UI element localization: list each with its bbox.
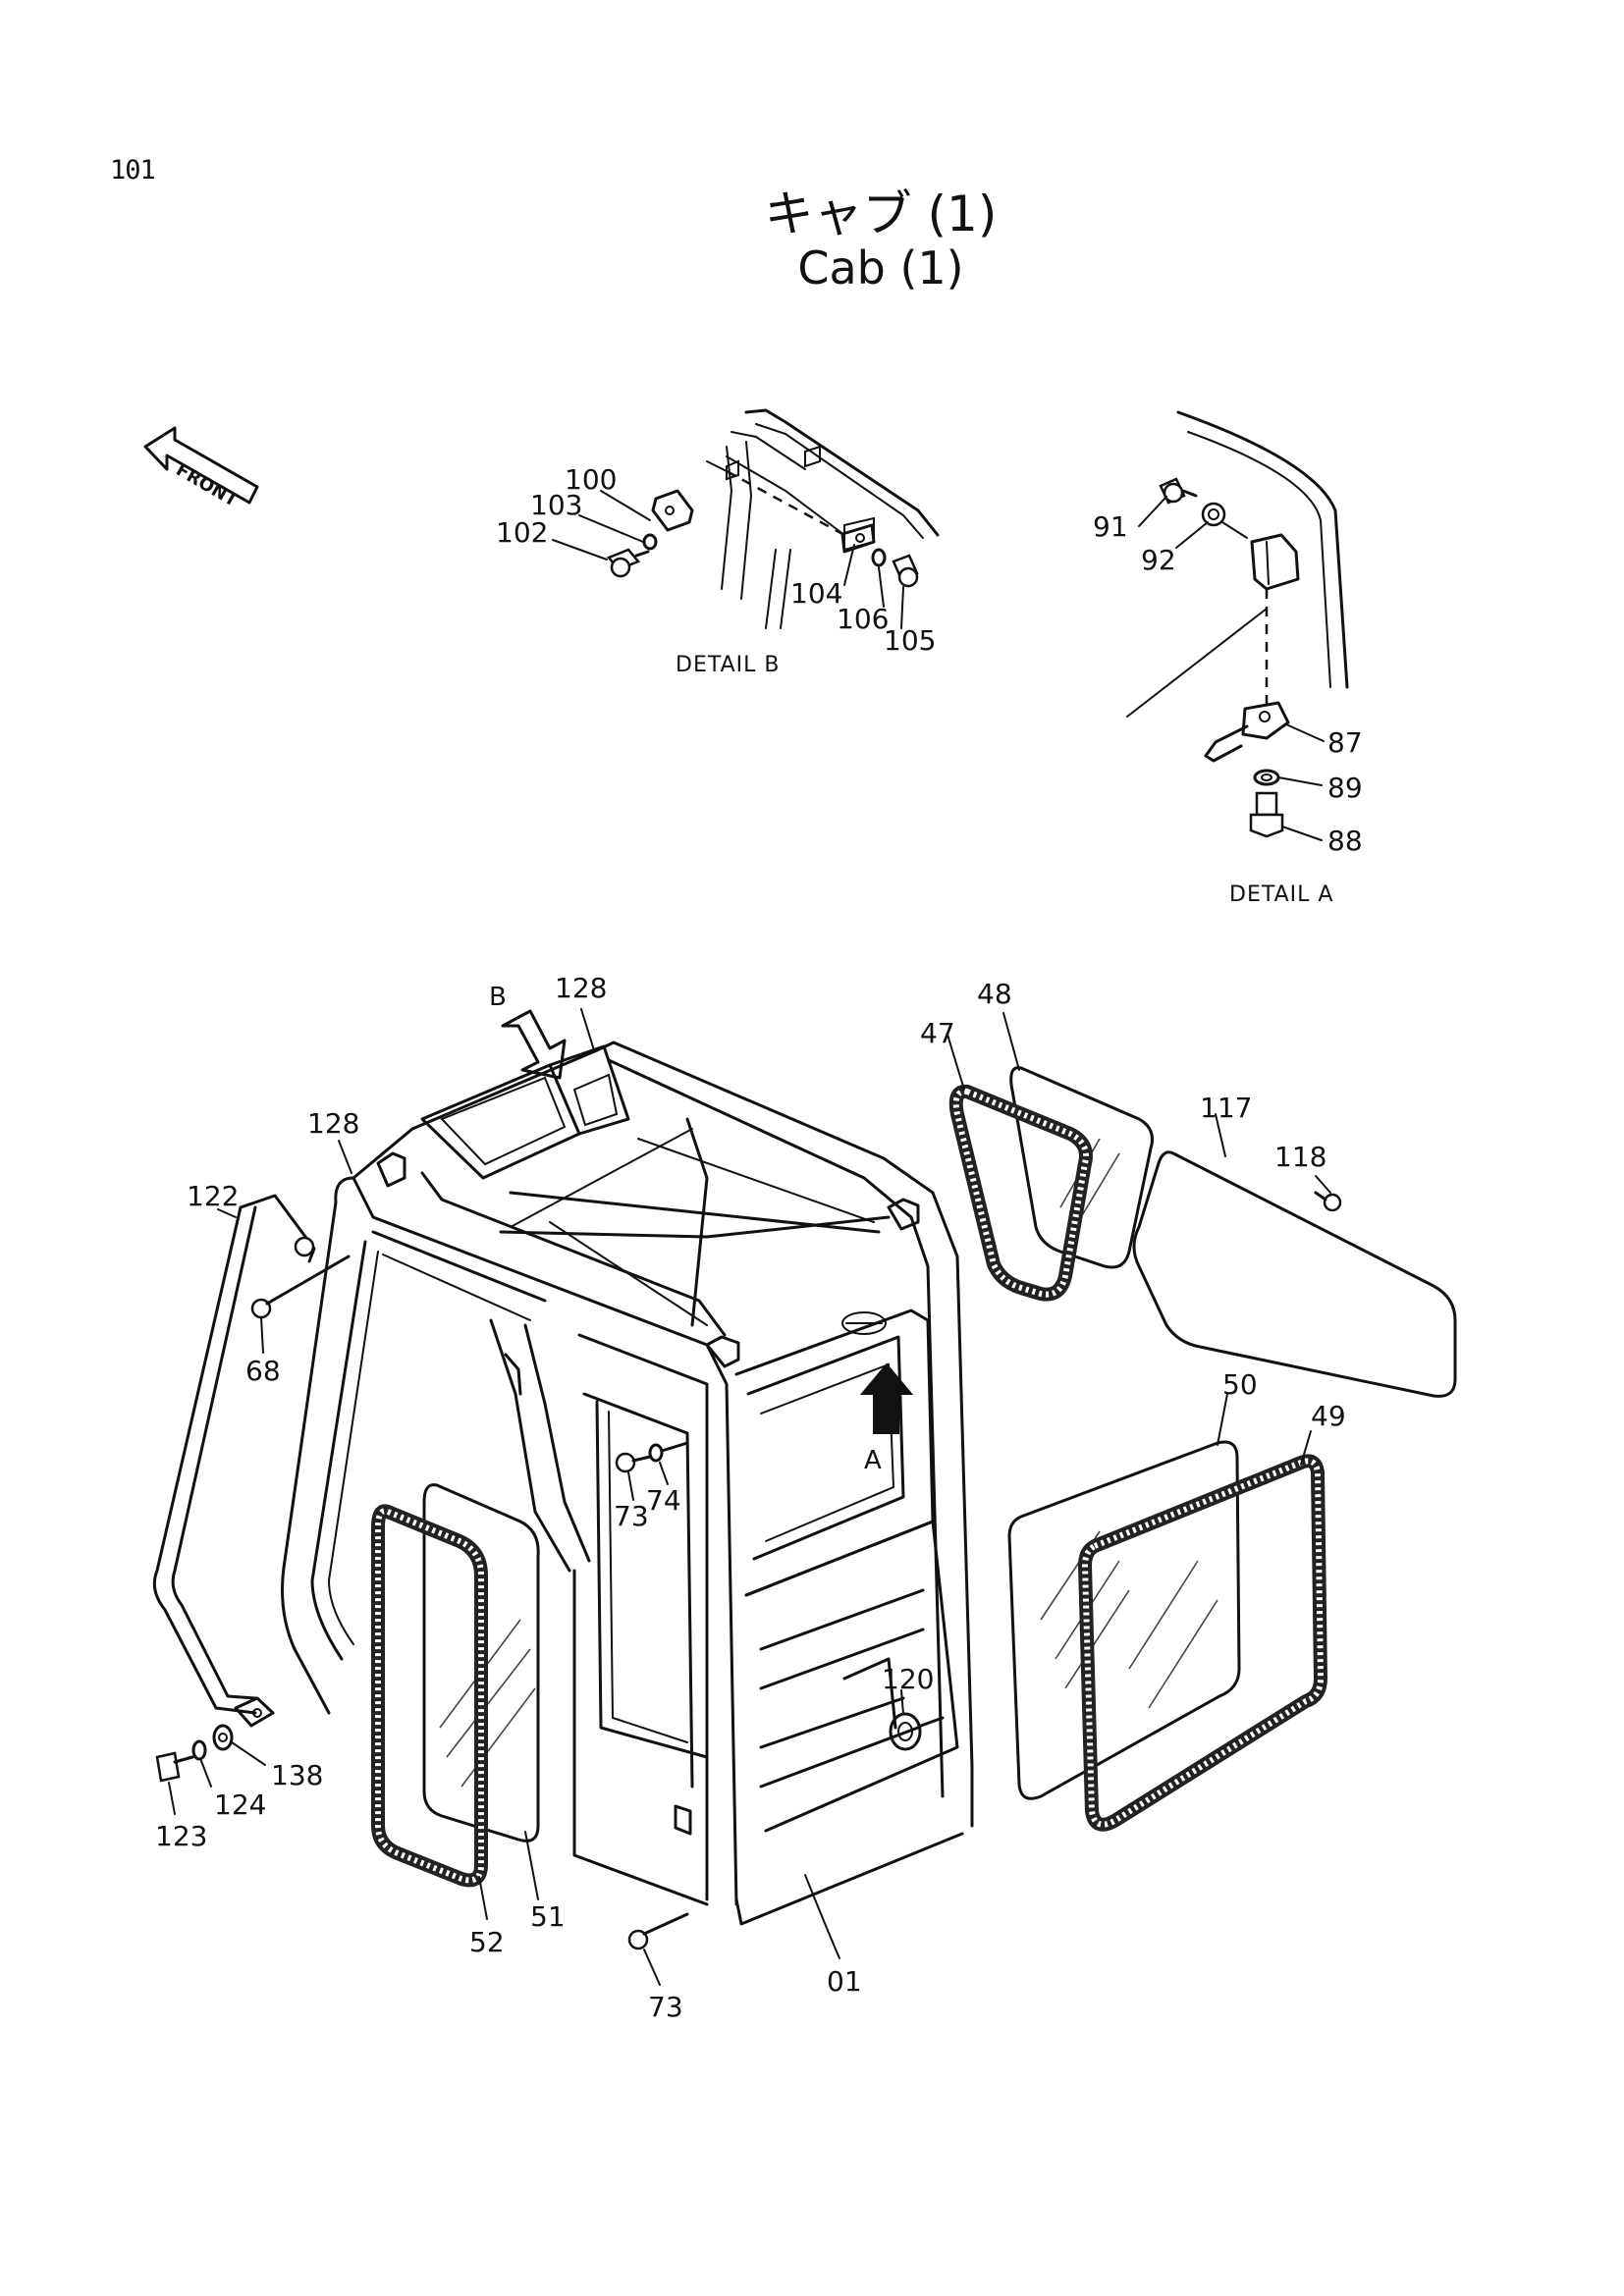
bolt-118 [1314, 1175, 1342, 1212]
glass-117 [1132, 1113, 1457, 1398]
part-label: 138 [271, 1759, 323, 1791]
handrail [152, 1194, 316, 1728]
view-letter-b: B [489, 983, 507, 1012]
part-label: 52 [469, 1926, 505, 1958]
seal-52 [371, 1504, 488, 1920]
leader-128-left [338, 1140, 352, 1174]
bolt-73-upper [615, 1452, 652, 1501]
part-label: 106 [837, 603, 889, 635]
part-label: 01 [827, 1965, 862, 1998]
part-label: 124 [214, 1789, 266, 1821]
part-label: 89 [1327, 772, 1363, 804]
cab-leader [804, 1874, 840, 1959]
detail-a-label: DETAIL A [1229, 882, 1333, 907]
part-label: 51 [530, 1900, 566, 1933]
washer-74 [648, 1441, 689, 1485]
part-label: 128 [555, 972, 607, 1004]
bolt-68 [250, 1255, 351, 1354]
part-label: 68 [245, 1355, 281, 1387]
bolt-73-lower [627, 1912, 689, 1986]
part-label: 92 [1141, 544, 1176, 576]
part-label: 120 [882, 1663, 934, 1695]
part-label: 103 [530, 489, 582, 521]
detail-b-label: DETAIL B [676, 653, 780, 677]
cab-frame [281, 1041, 974, 1926]
view-arrow-b: B [489, 983, 567, 1080]
washer-138 [212, 1724, 266, 1766]
part-label: 73 [648, 1991, 683, 2023]
part-label: 73 [614, 1500, 649, 1532]
part-label: 74 [646, 1484, 681, 1517]
seal-47 [947, 1034, 1093, 1302]
part-label: 50 [1222, 1368, 1258, 1401]
part-label: 123 [155, 1820, 207, 1852]
part-label: 122 [187, 1180, 239, 1212]
part-label: 104 [790, 577, 842, 610]
grommet-120 [889, 1689, 945, 1751]
page-title-english: Cab (1) [797, 241, 964, 294]
part-label: 128 [307, 1107, 359, 1140]
view-letter-a: A [864, 1446, 882, 1475]
part-label: 100 [565, 463, 617, 496]
part-label: 117 [1200, 1092, 1252, 1124]
washer-124 [191, 1739, 212, 1788]
part-label: 49 [1311, 1400, 1346, 1432]
bolt-123 [155, 1751, 194, 1815]
part-label: 47 [920, 1017, 955, 1049]
front-label: FRONT [173, 459, 243, 511]
detail-a-drawing [1126, 410, 1349, 841]
part-label: 91 [1093, 510, 1128, 543]
page-title-japanese: キャブ (1) [764, 186, 998, 242]
part-labels: 100 103 102 104 106 105 91 92 87 89 88 1… [155, 463, 1363, 2023]
page-number: 101 [110, 155, 156, 186]
view-arrow-a: A [859, 1362, 914, 1475]
part-label: 48 [977, 978, 1012, 1010]
leader-128-top [580, 1008, 595, 1051]
glass-50 [1007, 1393, 1241, 1800]
part-label: 118 [1274, 1141, 1326, 1173]
part-label: 102 [496, 516, 548, 549]
detail-b-drawing [552, 408, 940, 629]
front-direction-arrow: FRONT [143, 426, 259, 511]
part-label: 87 [1327, 726, 1363, 759]
part-label: 105 [884, 624, 936, 657]
leader-122 [217, 1208, 237, 1218]
part-label: 88 [1327, 825, 1363, 857]
seal-49 [1078, 1430, 1327, 1832]
